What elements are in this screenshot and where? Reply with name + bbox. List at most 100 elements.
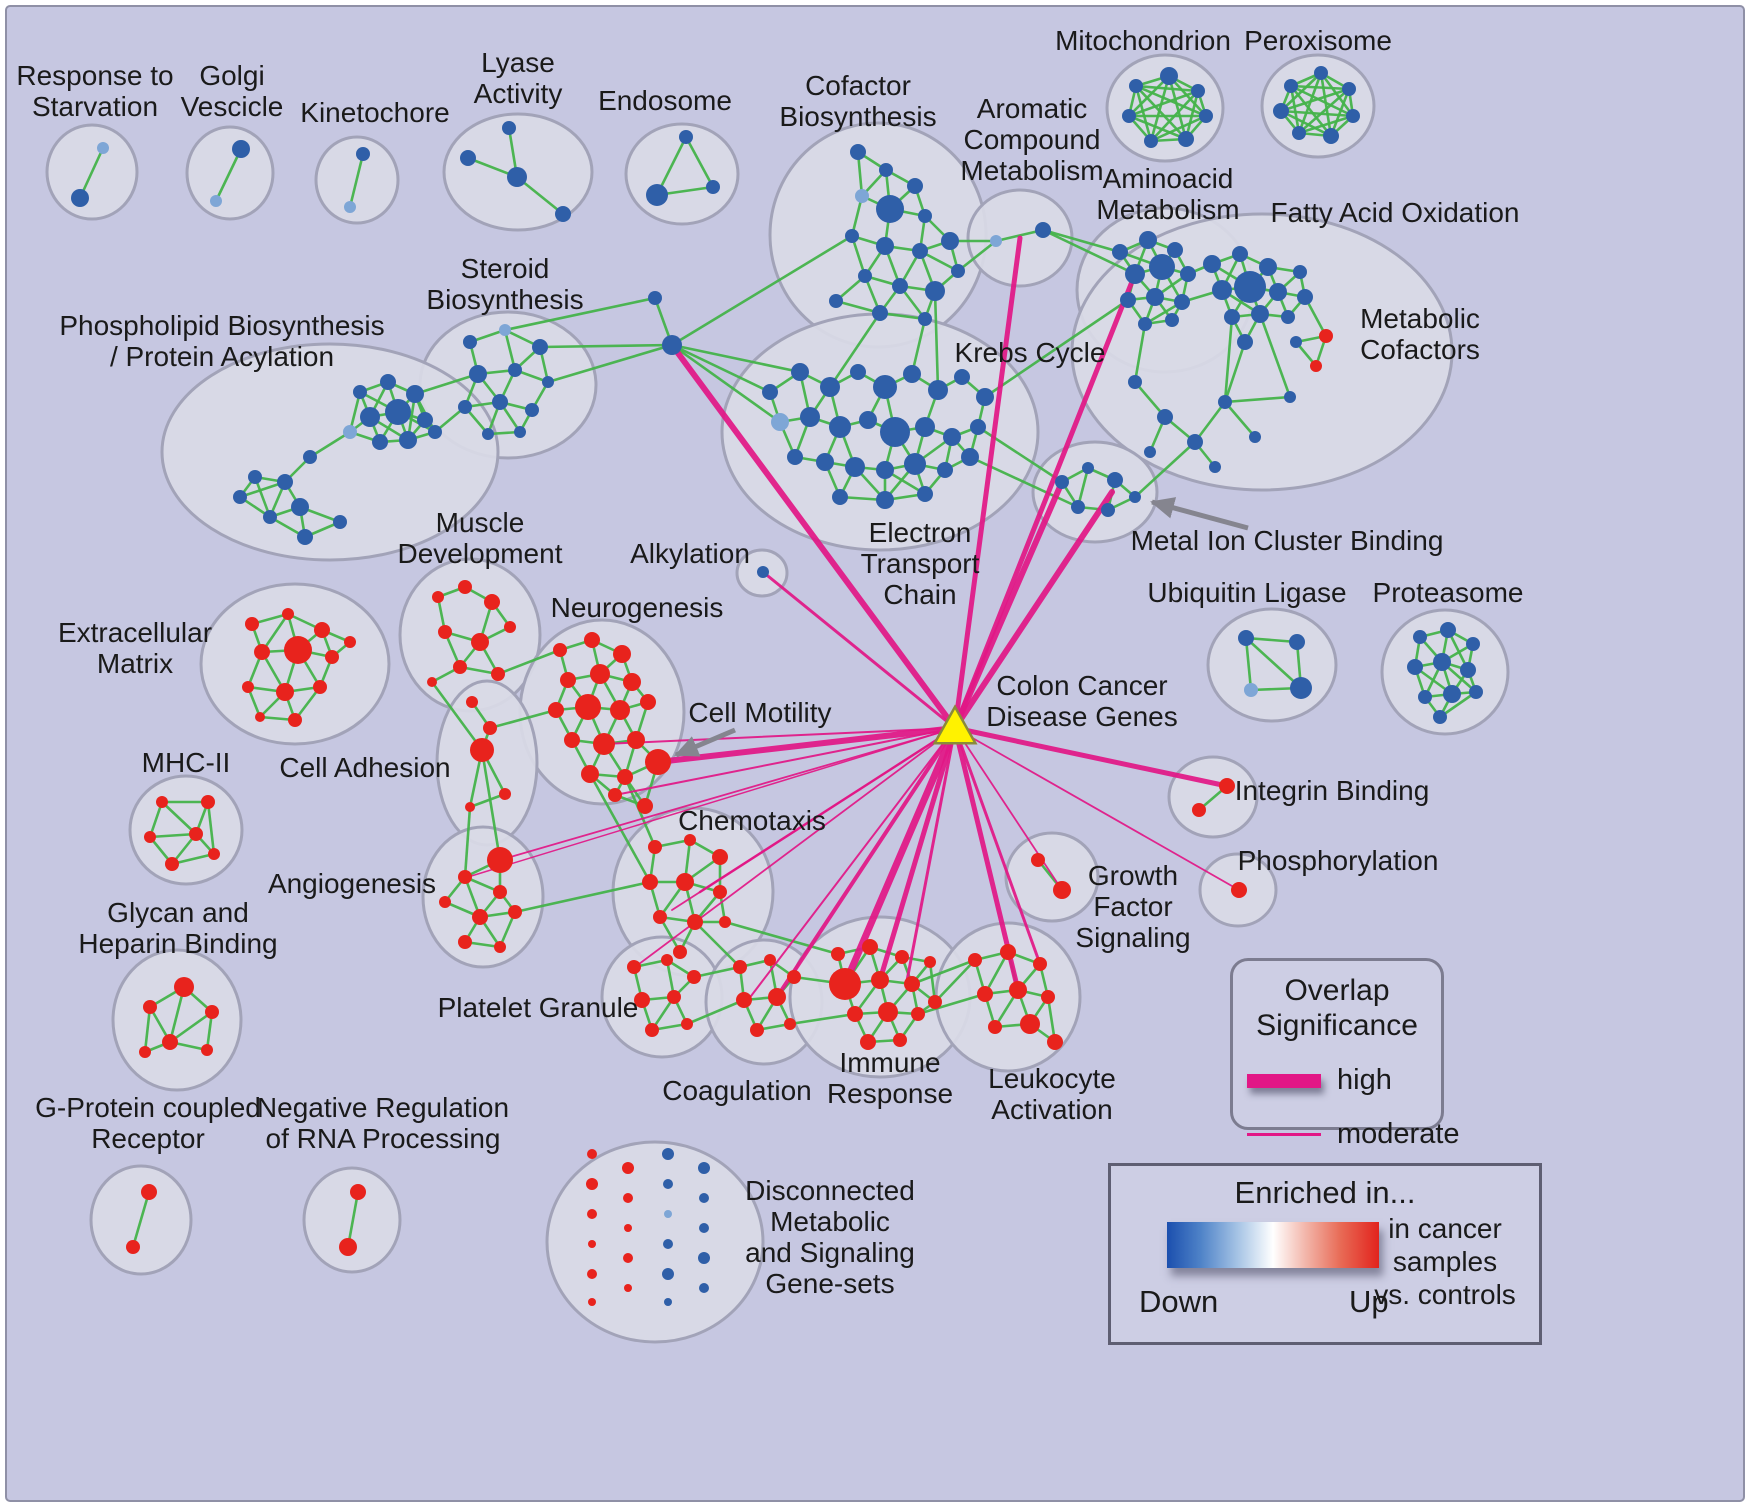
- label-metal-ion-cluster-binding: Metal Ion Cluster Binding: [1131, 525, 1444, 556]
- cluster-ubiquitin-ligase: [1206, 607, 1338, 723]
- gene-set-node: [494, 941, 506, 953]
- gene-set-node: [587, 1209, 597, 1219]
- inter-cluster-edge: [1042, 228, 1136, 276]
- gene-set-node: [466, 696, 478, 708]
- gene-set-node: [750, 1023, 764, 1037]
- gene-set-node: [439, 896, 451, 908]
- gene-set-node: [255, 712, 265, 722]
- gene-set-node: [1033, 957, 1047, 971]
- gene-set-node: [977, 986, 993, 1002]
- cluster-cell-adhesion: [435, 679, 539, 847]
- gene-set-node: [961, 448, 979, 466]
- gene-set-node: [832, 489, 848, 505]
- down-label: Down: [1139, 1284, 1219, 1319]
- inter-cluster-edge: [1134, 441, 1196, 498]
- gene-set-node: [1407, 659, 1423, 675]
- gene-set-node: [1281, 310, 1295, 324]
- gene-set-node: [878, 1002, 898, 1022]
- gene-set-node: [873, 375, 897, 399]
- gene-set-node: [924, 956, 936, 968]
- gene-set-edge: [1128, 114, 1187, 141]
- gene-set-node: [1292, 126, 1306, 140]
- gene-set-node: [248, 470, 262, 484]
- gene-set-node: [1165, 313, 1179, 327]
- gene-set-node: [676, 873, 694, 891]
- gene-set-edge: [206, 801, 216, 855]
- gene-set-node: [858, 269, 872, 283]
- gene-set-node: [1055, 475, 1069, 489]
- inter-cluster-edge: [1258, 313, 1292, 398]
- overlap-significance-edge: [953, 726, 1042, 966]
- gene-set-node: [1139, 231, 1157, 249]
- gene-set-node: [1157, 409, 1173, 425]
- gene-set-node: [699, 1283, 709, 1293]
- gene-set-node: [1020, 1014, 1040, 1034]
- gene-set-edge: [1128, 89, 1199, 118]
- gene-set-node: [1413, 630, 1427, 644]
- gene-set-node: [829, 416, 851, 438]
- gene-set-edge: [1319, 72, 1355, 117]
- gene-set-node: [406, 385, 424, 403]
- gene-set-node: [1107, 472, 1123, 488]
- gene-set-node: [428, 425, 442, 439]
- gene-set-node: [1178, 131, 1194, 147]
- gene-set-node: [850, 364, 866, 380]
- inter-cluster-edge: [910, 318, 927, 375]
- gene-set-node: [862, 939, 878, 955]
- gene-set-edge: [214, 148, 243, 202]
- gene-set-node: [1041, 990, 1055, 1004]
- gene-set-node: [385, 399, 411, 425]
- gene-set-node: [472, 909, 488, 925]
- gene-set-node: [1460, 662, 1476, 678]
- gene-set-node: [254, 644, 270, 660]
- gene-set-node: [126, 1240, 140, 1254]
- gene-set-node: [205, 1005, 219, 1019]
- gene-set-node: [855, 189, 869, 203]
- legend-overlap-title-line1: Overlap: [1284, 974, 1390, 1007]
- gene-set-node: [502, 121, 516, 135]
- gene-set-node: [162, 1034, 178, 1050]
- gene-set-node: [845, 457, 865, 477]
- gene-set-node: [165, 857, 179, 871]
- gene-set-node: [471, 633, 489, 651]
- overlap-significance-edge: [841, 724, 959, 988]
- gene-set-edge: [1280, 109, 1332, 138]
- inter-cluster-edge: [480, 749, 502, 861]
- gene-set-node: [493, 885, 507, 899]
- gene-set-node: [1342, 82, 1356, 96]
- gene-set-node: [1112, 244, 1128, 260]
- label-integrin-binding: Integrin Binding: [1235, 775, 1430, 806]
- gene-set-node: [1310, 360, 1322, 372]
- gene-set-node: [242, 681, 254, 693]
- gene-set-node: [954, 369, 970, 385]
- gene-set-node: [233, 490, 247, 504]
- gene-set-node: [684, 834, 696, 846]
- gene-set-node: [1120, 292, 1136, 308]
- gene-set-edge: [995, 228, 1044, 243]
- gene-set-node: [380, 374, 396, 390]
- inter-cluster-edge: [671, 343, 781, 424]
- gene-set-node: [1101, 503, 1115, 517]
- overlap-significance-edge: [671, 727, 956, 911]
- gene-set-node: [970, 419, 986, 435]
- gene-set-node: [1138, 317, 1152, 331]
- gene-set-edge: [348, 153, 365, 208]
- inter-cluster-edge: [671, 234, 853, 347]
- gene-set-node: [1219, 778, 1235, 794]
- gene-set-node: [360, 407, 380, 427]
- gene-set-node: [925, 281, 945, 301]
- gene-set-node: [1174, 294, 1190, 310]
- inter-cluster-edge: [957, 239, 997, 273]
- gene-set-node: [871, 971, 889, 989]
- gene-set-node: [787, 449, 803, 465]
- label-alkylation: Alkylation: [630, 538, 750, 569]
- gene-set-node: [757, 566, 769, 578]
- overlap-significance-edge: [952, 235, 1023, 731]
- inter-cluster-edge: [828, 312, 882, 388]
- gene-set-node: [277, 474, 293, 490]
